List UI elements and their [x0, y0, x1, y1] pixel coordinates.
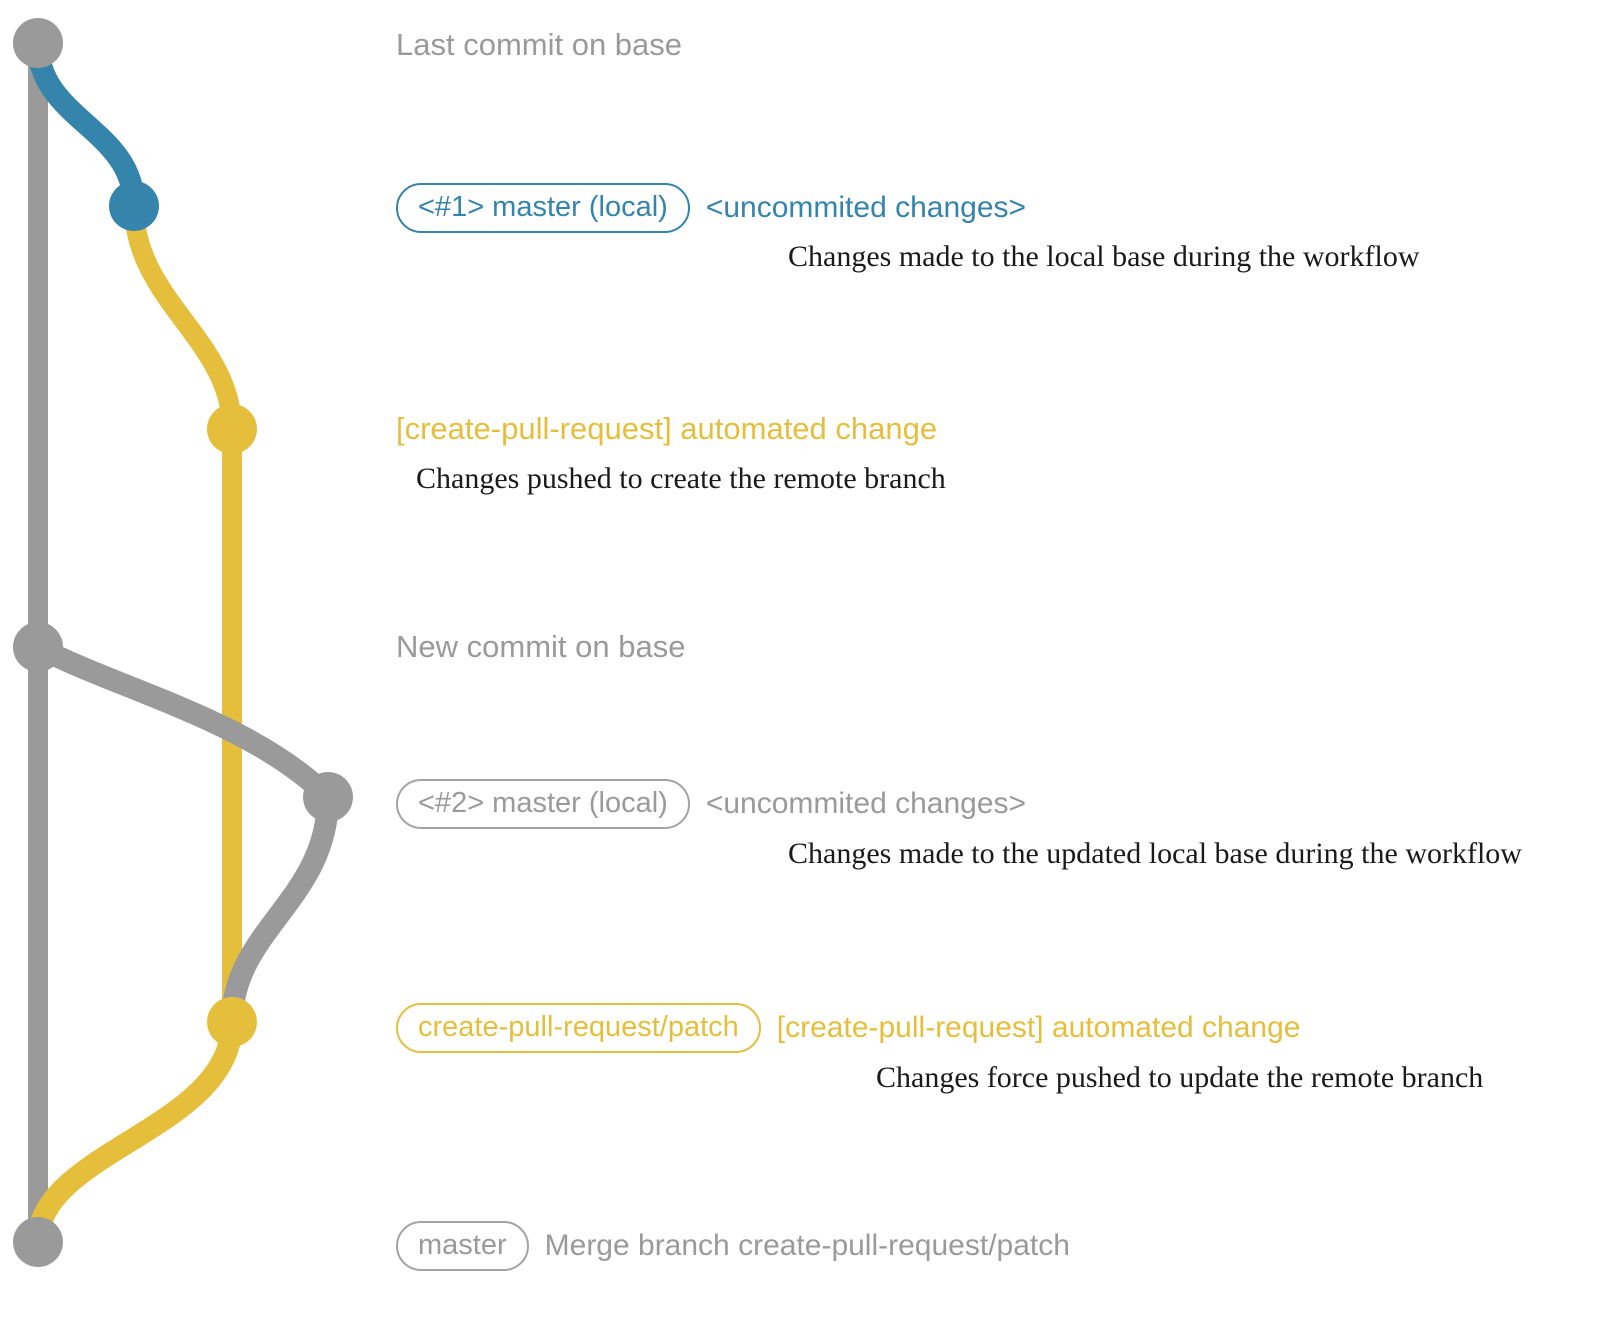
branch-badge-local-1[interactable]: <#1> master (local)	[396, 183, 690, 234]
commit-subject-merge: Merge branch create-pull-request/patch	[544, 1229, 1070, 1262]
row-patch-2: create-pull-request/patch [create-pull-r…	[396, 1003, 1301, 1054]
row-merge: master Merge branch create-pull-request/…	[396, 1221, 1070, 1272]
commit-description-local-2: Changes made to the updated local base d…	[788, 837, 1522, 870]
commit-subject-local-1: <uncommited changes>	[705, 191, 1027, 224]
commit-description-patch-1: Changes pushed to create the remote bran…	[416, 462, 946, 495]
commit-subject-patch-2: [create-pull-request] automated change	[776, 1011, 1301, 1044]
row-patch-1: [create-pull-request] automated change	[396, 411, 938, 446]
row-last-commit-on-base: Last commit on base	[396, 27, 683, 62]
commit-description-patch-2: Changes force pushed to update the remot…	[876, 1061, 1484, 1094]
commit-headline-patch-1: [create-pull-request] automated change	[396, 411, 938, 446]
commit-description-local-1: Changes made to the local base during th…	[788, 240, 1420, 273]
commit-headline-base-last: Last commit on base	[396, 27, 683, 62]
row-local-1: <#1> master (local) <uncommited changes>	[396, 183, 1027, 234]
row-new-commit-on-base: New commit on base	[396, 629, 686, 664]
branch-badge-master[interactable]: master	[396, 1221, 529, 1272]
branch-badge-patch-2[interactable]: create-pull-request/patch	[396, 1003, 761, 1054]
branch-badge-local-2[interactable]: <#2> master (local)	[396, 779, 690, 830]
commit-headline-base-new: New commit on base	[396, 629, 686, 664]
commit-subject-local-2: <uncommited changes>	[705, 787, 1027, 820]
row-local-2: <#2> master (local) <uncommited changes>	[396, 779, 1027, 830]
